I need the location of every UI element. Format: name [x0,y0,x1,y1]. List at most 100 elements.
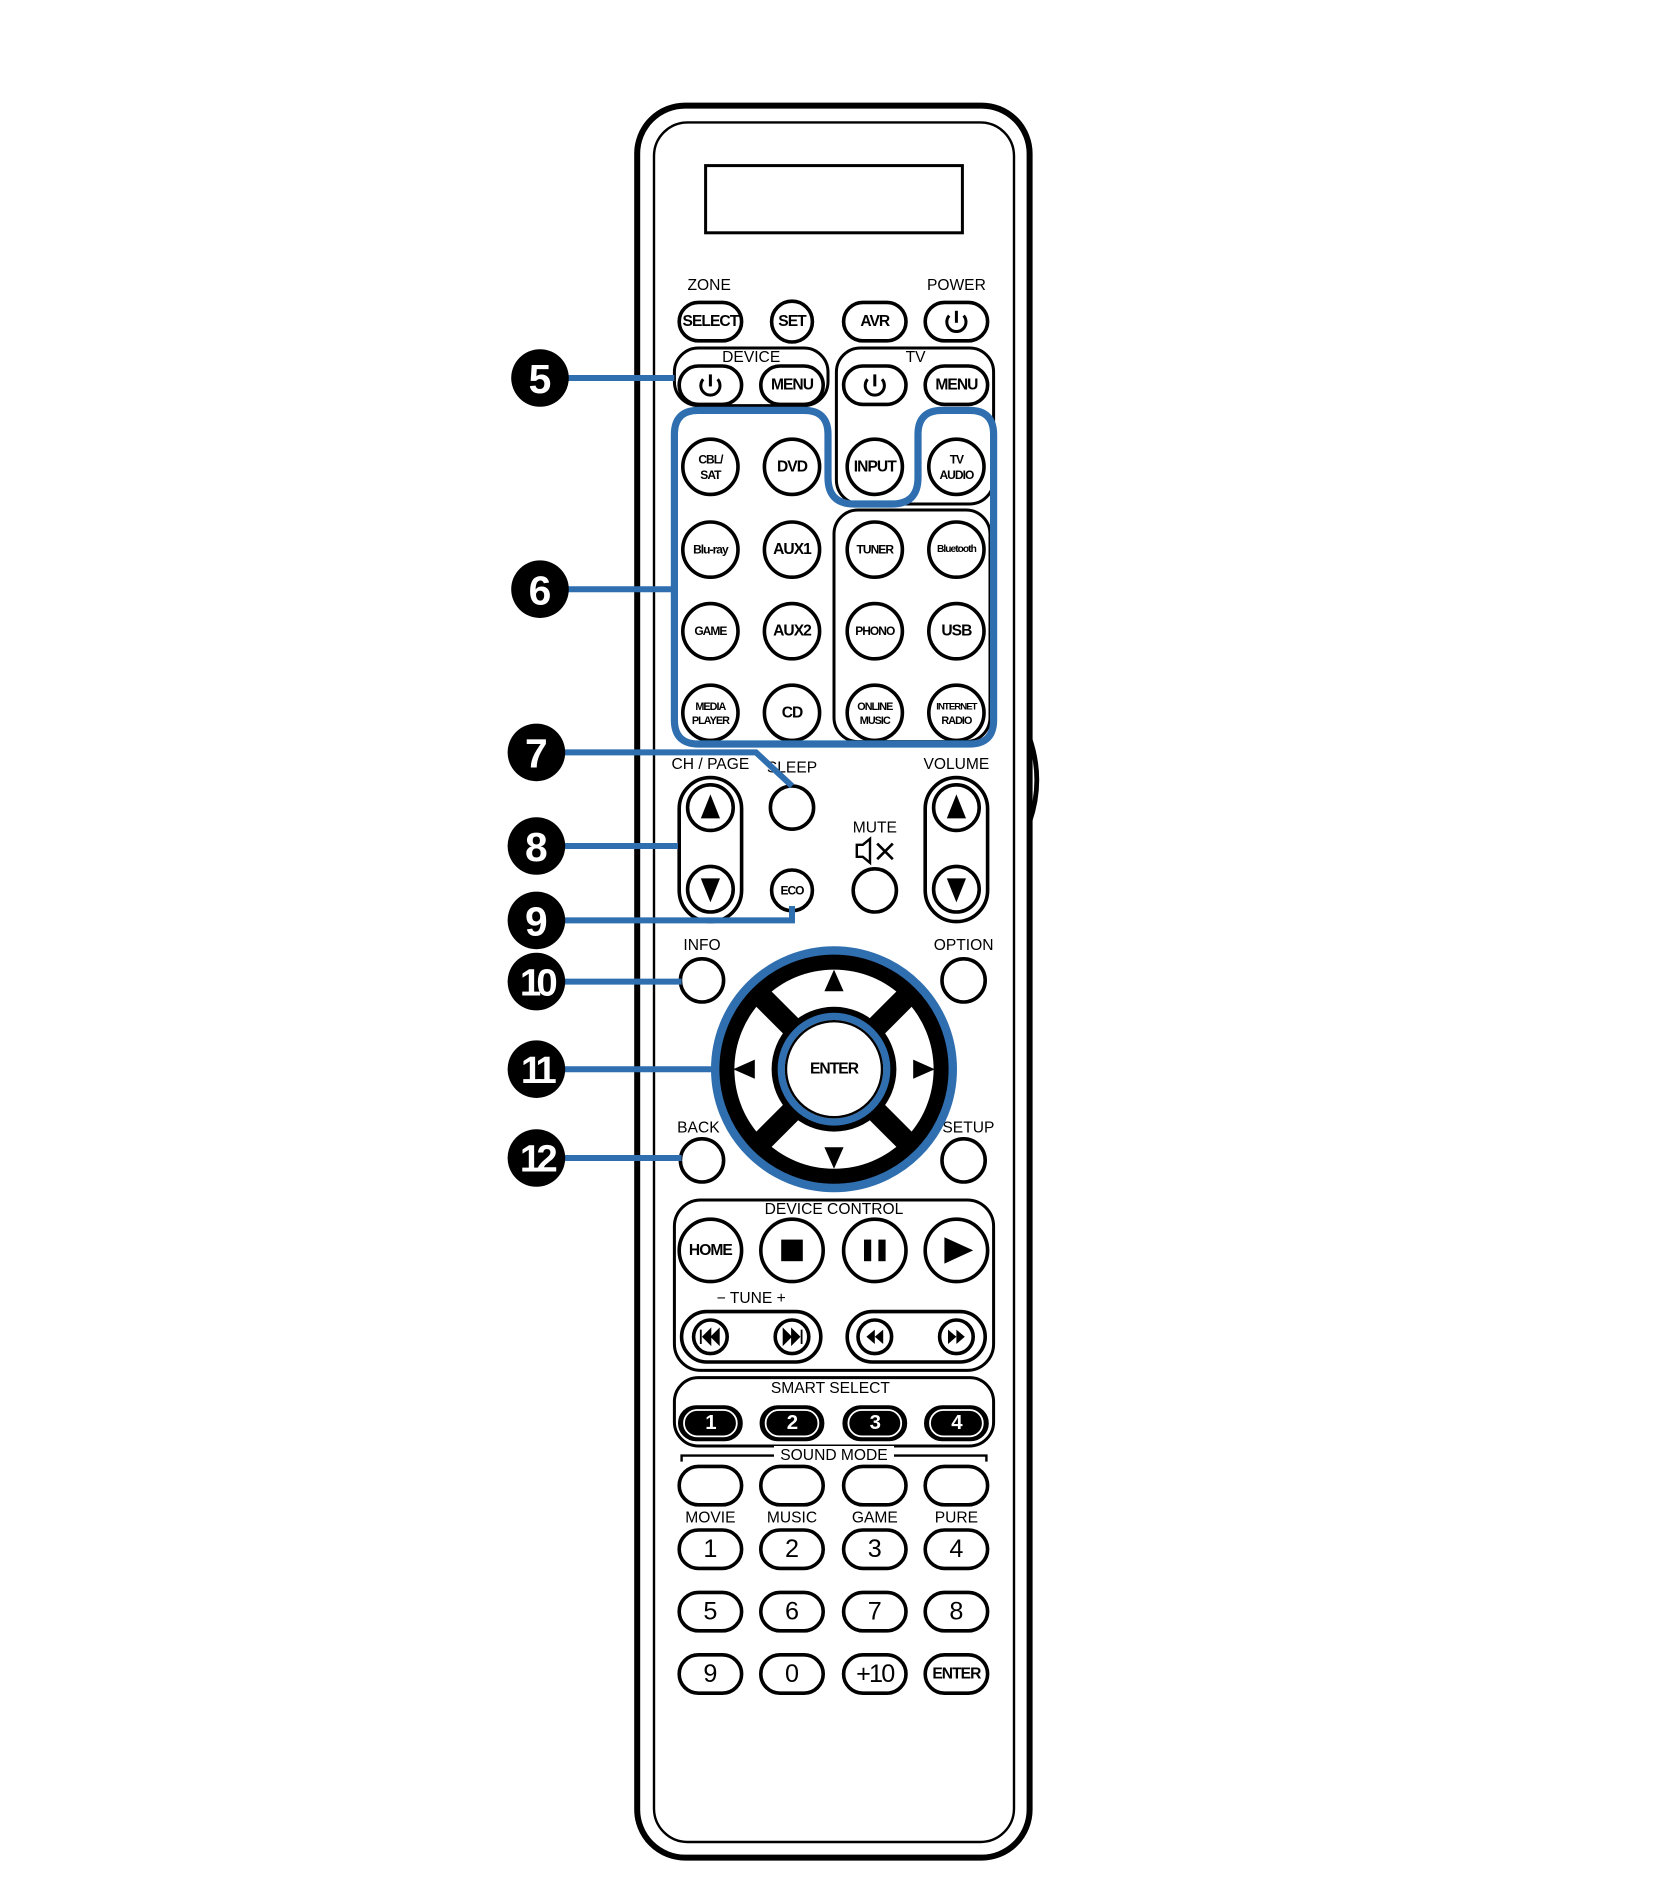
device-menu-button[interactable]: MENU [759,364,825,407]
numpad-button[interactable]: 5 [677,1590,744,1633]
play-icon [944,1237,974,1264]
smart-select-button-1[interactable]: 1 [678,1405,743,1442]
sound-mode-button-pure[interactable] [923,1464,990,1507]
dvd-button[interactable]: DVD [762,437,822,497]
home-button[interactable]: HOME [677,1217,744,1284]
menu-label: MENU [771,377,814,394]
setup-label: SETUP [942,1120,994,1137]
cursor-pad: ENTER [711,946,957,1193]
stop-button[interactable] [759,1217,825,1284]
triangle-up-icon [700,794,720,819]
callout-line [536,906,795,924]
cursor-right-icon[interactable] [913,1059,935,1079]
smart-select-button-4[interactable]: 4 [924,1405,989,1442]
skip-forward-button[interactable] [773,1318,811,1356]
power-icon [863,374,886,397]
volume-up-button[interactable] [931,783,981,833]
ch-page-down-button[interactable] [685,864,735,914]
setup-button[interactable] [940,1136,987,1184]
pause-button[interactable] [841,1217,908,1284]
cbl-sat-button[interactable]: CBL/SAT [681,437,740,497]
zone-select-button[interactable]: SELECT [677,300,744,343]
triangle-up-icon [946,794,966,819]
numpad-button[interactable]: ENTER [923,1653,990,1695]
numpad-button[interactable]: 2 [759,1528,825,1571]
back-label: BACK [677,1120,720,1137]
sound-mode-button-music[interactable] [759,1464,825,1507]
tuner-button[interactable]: TUNER [845,520,905,579]
volume-down-button[interactable] [931,864,981,914]
triangle-down-icon [700,878,720,903]
power-label: POWER [927,277,986,294]
info-label: INFO [683,937,720,954]
option-button[interactable] [940,957,987,1004]
back-button[interactable] [678,1136,726,1184]
enter-button[interactable]: ENTER [777,1012,891,1126]
zone-label: ZONE [688,277,731,294]
numpad-label: 4 [949,1535,963,1563]
skip-back-button[interactable] [691,1318,729,1356]
tv-menu-button[interactable]: MENU [923,364,990,407]
cursor-down-icon[interactable] [824,1147,844,1169]
player-label: PLAYER [692,715,730,727]
bluray-button[interactable]: Blu-ray [681,520,740,579]
smart-select-button-2[interactable]: 2 [759,1405,825,1442]
ch-page-label: CH / PAGE [672,756,750,773]
numpad-label: 2 [785,1535,799,1563]
tuner-label: TUNER [857,543,895,557]
ch-page-up-button[interactable] [685,783,735,833]
numpad-button[interactable]: 0 [759,1653,825,1695]
power-button[interactable] [923,300,990,343]
device-control-label: DEVICE CONTROL [765,1201,904,1218]
numpad-button[interactable]: +10 [841,1653,908,1695]
numpad-button[interactable]: 3 [841,1528,908,1571]
avr-button[interactable]: AVR [841,300,908,343]
rewind-button[interactable] [856,1318,894,1356]
numpad-button[interactable]: 9 [677,1653,744,1695]
info-button[interactable] [678,957,726,1004]
numpad-button[interactable]: 8 [923,1590,990,1633]
set-label: SET [778,313,807,330]
bluetooth-label: Bluetooth [937,544,977,555]
aux1-button[interactable]: AUX1 [762,520,822,579]
aux1-label: AUX1 [773,541,812,558]
rewind-icon [866,1329,884,1344]
mute-button[interactable] [851,867,899,914]
game-button[interactable]: GAME [681,601,740,661]
aux2-button[interactable]: AUX2 [762,601,822,661]
cd-button[interactable]: CD [762,683,822,743]
sat-label: SAT [700,468,722,482]
numpad-button[interactable]: 7 [841,1590,908,1633]
fast-forward-button[interactable] [937,1318,975,1356]
zone-set-button[interactable]: SET [769,299,815,344]
tv-power-button[interactable] [841,364,908,407]
callout-8: 8 [507,817,566,875]
play-button[interactable] [923,1217,990,1284]
numpad-button[interactable]: 6 [759,1590,825,1633]
eco-button[interactable]: ECO [769,868,815,913]
smart-select-button-3[interactable]: 3 [842,1405,908,1442]
skip-back-icon [699,1327,720,1347]
numpad-button[interactable]: 1 [677,1528,744,1571]
numpad-label: +10 [856,1660,895,1688]
cursor-left-icon[interactable] [733,1059,755,1079]
usb-button[interactable]: USB [927,601,986,661]
callout-number: 5 [529,356,552,402]
online-label: ONLINE [857,701,893,713]
input-button[interactable]: INPUT [845,437,905,497]
sleep-button[interactable] [768,784,816,831]
numpad-button[interactable]: 4 [923,1528,990,1571]
cursor-up-icon[interactable] [824,969,844,992]
device-power-button[interactable] [677,364,744,407]
numpad-label: 6 [785,1598,799,1626]
smart-select-label: SMART SELECT [771,1380,890,1397]
sound-mode-button-game[interactable] [841,1464,908,1507]
bluetooth-button[interactable]: Bluetooth [927,520,986,579]
sound-mode-button-movie[interactable] [677,1464,744,1507]
phono-button[interactable]: PHONO [845,601,905,661]
